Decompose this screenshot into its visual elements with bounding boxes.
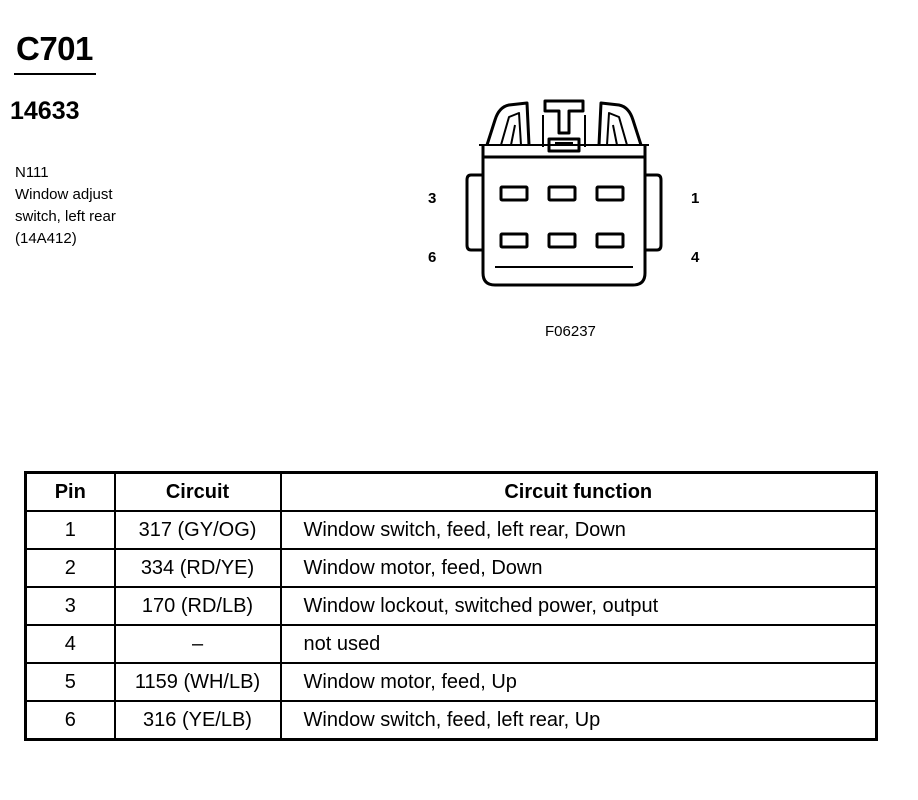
column-header-function: Circuit function [279,471,878,512]
cell-circuit: 317 (GY/OG) [113,510,282,550]
connector-id: C701 [16,30,93,67]
cell-function: Window lockout, switched power, output [279,586,878,626]
cell-function: Window switch, feed, left rear, Down [279,510,878,550]
cell-pin: 2 [24,548,116,588]
cell-circuit: – [113,624,282,664]
figure-id: F06237 [545,323,596,340]
connector-face-diagram [465,99,663,287]
table-row: 4 – not used [24,624,878,664]
description-line: Window adjust [15,186,113,203]
table-header-row: Pin Circuit Circuit function [24,471,878,512]
part-number: 14633 [10,97,80,125]
table-row: 2 334 (RD/YE) Window motor, feed, Down [24,548,878,588]
table-row: 1 317 (GY/OG) Window switch, feed, left … [24,510,878,550]
pin-cavity-3 [499,185,529,202]
table-row: 5 1159 (WH/LB) Window motor, feed, Up [24,662,878,702]
table-row: 6 316 (YE/LB) Window switch, feed, left … [24,700,878,741]
cell-pin: 5 [24,662,116,702]
pin-cavity-1 [595,185,625,202]
component-description: N111 Window adjust switch, left rear (14… [15,162,116,250]
cell-pin: 4 [24,624,116,664]
pin-label-top-right: 1 [691,190,700,207]
pin-table: Pin Circuit Circuit function 1 317 (GY/O… [24,471,878,741]
right-latch-icon [597,101,643,146]
title-underline [14,73,96,75]
center-lock-tab-icon [543,99,585,135]
pin-cavity-2 [547,185,577,202]
column-header-pin: Pin [24,471,116,512]
pin-cavity-5 [547,232,577,249]
pin-cavity-6 [499,232,529,249]
cell-function: not used [279,624,878,664]
table-row: 3 170 (RD/LB) Window lockout, switched p… [24,586,878,626]
column-header-circuit: Circuit [113,471,282,512]
cell-pin: 1 [24,510,116,550]
cell-pin: 6 [24,700,116,741]
connector-housing [481,145,647,287]
cell-circuit: 170 (RD/LB) [113,586,282,626]
left-latch-icon [485,101,531,146]
pin-label-top-left: 3 [428,190,437,207]
cell-function: Window switch, feed, left rear, Up [279,700,878,741]
pin-label-bottom-right: 4 [691,249,700,266]
cell-function: Window motor, feed, Down [279,548,878,588]
cell-circuit: 334 (RD/YE) [113,548,282,588]
cell-pin: 3 [24,586,116,626]
description-line: switch, left rear [15,208,116,225]
pin-cavity-4 [595,232,625,249]
cell-circuit: 316 (YE/LB) [113,700,282,741]
left-ear [465,173,483,252]
description-line: (14A412) [15,230,77,247]
right-ear [645,173,663,252]
pin-label-bottom-left: 6 [428,249,437,266]
cell-circuit: 1159 (WH/LB) [113,662,282,702]
description-line: N111 [15,164,49,181]
cell-function: Window motor, feed, Up [279,662,878,702]
